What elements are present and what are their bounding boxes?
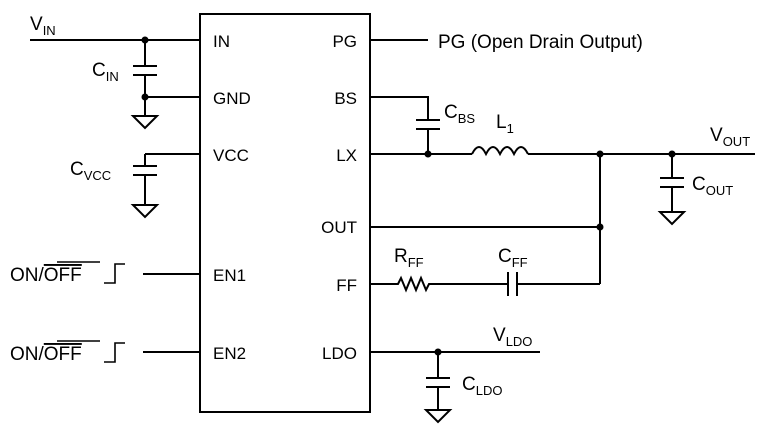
cff-plates [507,272,518,296]
pin-vcc: VCC [213,146,249,165]
cin-label: CIN [92,60,119,84]
pin-in: IN [213,32,230,51]
ground-icon [130,204,160,219]
cff-label: CFF [498,246,528,270]
pin-lx: LX [336,146,357,165]
cvcc-plates [133,165,157,176]
pin-ldo: LDO [322,344,357,363]
step-icon-2 [104,342,125,363]
pin-en2: EN2 [213,344,246,363]
vout-label: VOUT [710,125,750,149]
on-off-label-1: ON/OFF [10,265,82,286]
inductor-l1 [471,146,529,157]
pin-gnd: GND [213,89,251,108]
cout-label: COUT [692,174,733,198]
cbs-plates [416,119,440,130]
cldo-plates [426,377,450,388]
ground-icon [423,409,453,424]
ff-wire [370,275,600,293]
pg-output-label: PG (Open Drain Output) [438,32,643,53]
cin-plates [133,65,157,76]
rff-label: RFF [394,246,424,270]
pin-bs: BS [334,89,357,108]
vldo-label: VLDO [493,325,532,349]
on-off-label-2: ON/OFF [10,344,82,365]
ground-icon [657,211,687,226]
ground-icon [130,115,160,130]
pin-ff: FF [336,276,357,295]
cout-plates [660,177,684,188]
pin-out: OUT [321,218,357,237]
cbs-label: CBS [444,102,475,126]
vin-label: VIN [30,14,56,38]
cldo-label: CLDO [462,374,502,398]
pin-en1: EN1 [213,266,246,285]
bs-wire [370,96,429,154]
pin-pg: PG [332,32,357,51]
vcc-wire [144,153,200,205]
ic-body [199,13,371,413]
step-icon-1 [104,263,125,284]
l1-label: L1 [496,112,514,136]
cvcc-label: CVCC [70,159,111,183]
